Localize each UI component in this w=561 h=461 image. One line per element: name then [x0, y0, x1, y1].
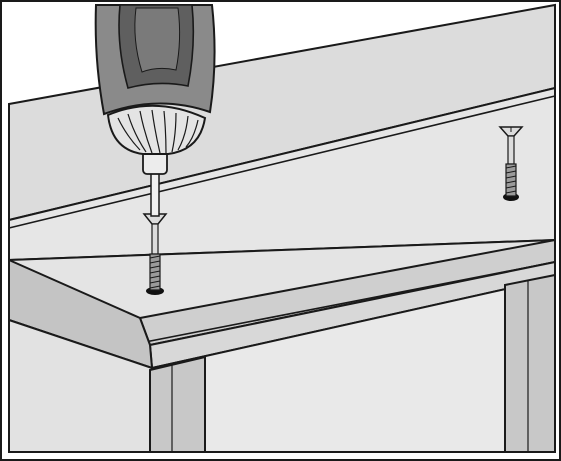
screw-left	[142, 213, 168, 295]
screw-right	[498, 126, 524, 201]
screw-shank-right	[507, 135, 515, 165]
post-left	[149, 355, 206, 453]
board-groove-line	[8, 95, 556, 229]
screw-thread-right	[505, 163, 517, 197]
cordless-drill-icon	[94, 4, 216, 217]
screw-shank-left	[151, 223, 159, 255]
left-board-end	[8, 258, 154, 370]
drill-bit	[150, 169, 160, 217]
post-right	[504, 273, 556, 453]
drill-grip-highlight	[134, 7, 181, 73]
